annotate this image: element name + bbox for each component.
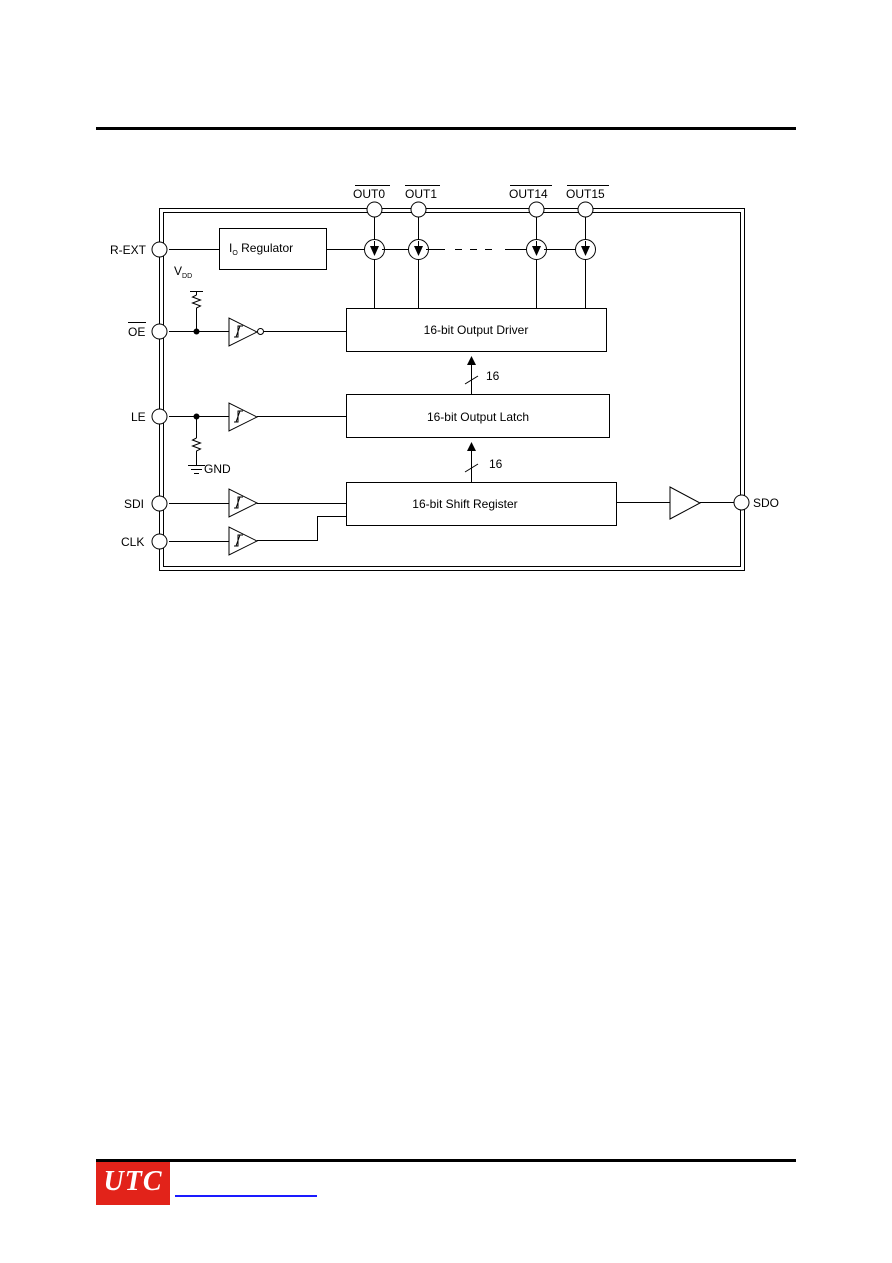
current-sink-out14 bbox=[526, 239, 547, 260]
label-vdd: VDD bbox=[174, 264, 192, 280]
label-oe: OE bbox=[128, 325, 145, 339]
shift-register-block bbox=[346, 482, 617, 526]
package-outline-outer bbox=[159, 208, 745, 571]
header-rule bbox=[96, 127, 796, 130]
pin-out0 bbox=[366, 201, 383, 218]
label-out1: OUT1 bbox=[405, 187, 437, 201]
bus-width-upper: 16 bbox=[486, 369, 500, 383]
package-outline-inner bbox=[163, 212, 741, 567]
current-sink-out15 bbox=[575, 239, 596, 260]
current-sink-out1 bbox=[408, 239, 429, 260]
output-driver-label: 16-bit Output Driver bbox=[424, 323, 529, 337]
shift-register-label: 16-bit Shift Register bbox=[412, 497, 517, 511]
arrow-down-icon bbox=[370, 246, 379, 256]
bus-width-lower: 16 bbox=[489, 457, 503, 471]
arrow-down-icon bbox=[532, 246, 541, 256]
website-link[interactable] bbox=[175, 1195, 317, 1197]
le-schmitt-buffer bbox=[228, 402, 259, 432]
pin-out1 bbox=[410, 201, 427, 218]
label-gnd: GND bbox=[204, 462, 231, 476]
arrow-up-icon bbox=[467, 356, 476, 365]
ic-regulator-block bbox=[219, 228, 327, 270]
pin-clk bbox=[151, 533, 168, 550]
pin-rext bbox=[151, 241, 168, 258]
sdi-schmitt-buffer bbox=[228, 488, 259, 518]
label-sdi: SDI bbox=[124, 497, 144, 511]
utc-logo: UTC bbox=[96, 1162, 170, 1205]
output-latch-block bbox=[346, 394, 610, 438]
pin-out15 bbox=[577, 201, 594, 218]
pin-le bbox=[151, 408, 168, 425]
label-out0: OUT0 bbox=[353, 187, 385, 201]
sdo-output-buffer bbox=[669, 486, 702, 520]
label-out15: OUT15 bbox=[566, 187, 605, 201]
clk-schmitt-buffer bbox=[228, 526, 259, 556]
pin-oe bbox=[151, 323, 168, 340]
oe-schmitt-buffer bbox=[228, 317, 264, 347]
arrow-down-icon bbox=[414, 246, 423, 256]
footer-rule bbox=[96, 1159, 796, 1162]
oe-junction-dot bbox=[193, 328, 200, 335]
current-sink-out0 bbox=[364, 239, 385, 260]
le-junction-dot bbox=[193, 413, 200, 420]
pin-sdi bbox=[151, 495, 168, 512]
arrow-up-icon bbox=[467, 442, 476, 451]
output-driver-block bbox=[346, 308, 607, 352]
label-rext: R-EXT bbox=[110, 243, 147, 257]
pin-sdo bbox=[733, 494, 750, 511]
label-out14: OUT14 bbox=[509, 187, 548, 201]
label-clk: CLK bbox=[121, 535, 144, 549]
pin-out14 bbox=[528, 201, 545, 218]
arrow-down-icon bbox=[581, 246, 590, 256]
output-latch-label: 16-bit Output Latch bbox=[427, 410, 529, 424]
label-le: LE bbox=[131, 410, 146, 424]
label-sdo: SDO bbox=[753, 496, 779, 510]
regulator-label: IO Regulator bbox=[229, 241, 293, 257]
